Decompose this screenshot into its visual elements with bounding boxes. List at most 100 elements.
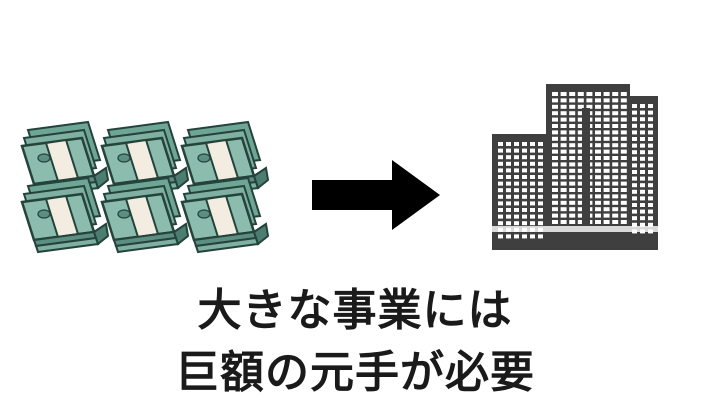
building-window <box>569 220 576 224</box>
building-window <box>552 98 558 103</box>
building-window <box>612 188 619 192</box>
building-window <box>514 142 519 146</box>
building-window <box>620 200 627 205</box>
building-window <box>506 181 511 186</box>
building-window <box>560 92 567 96</box>
building-window <box>560 162 567 167</box>
building-window <box>620 156 627 160</box>
building-window <box>538 201 543 206</box>
building-window <box>595 168 601 173</box>
building-window <box>560 188 567 192</box>
building-window <box>632 150 637 155</box>
building-window <box>530 201 535 206</box>
building-window <box>640 216 645 221</box>
building-window <box>569 207 576 212</box>
building-window <box>620 111 627 116</box>
building-window <box>569 117 576 122</box>
building-window <box>595 194 601 199</box>
building-window <box>560 98 567 103</box>
building-window <box>640 143 645 148</box>
building-window <box>514 214 519 219</box>
building-window <box>632 170 637 174</box>
building-window <box>612 92 619 96</box>
building-window <box>560 124 567 128</box>
building-window <box>530 175 535 179</box>
building-window <box>538 175 543 179</box>
building-window <box>595 181 601 186</box>
building-window <box>603 130 610 135</box>
building-window <box>648 163 653 168</box>
building-window <box>506 234 511 239</box>
building-window <box>603 213 610 218</box>
building-window <box>595 162 601 167</box>
building-window <box>538 142 543 146</box>
building-window <box>569 143 576 148</box>
building-window <box>577 181 584 186</box>
building-window <box>632 156 637 161</box>
building-window <box>632 110 637 115</box>
building-window <box>552 181 558 186</box>
building-window <box>569 188 576 192</box>
building-window <box>595 136 601 141</box>
building-window <box>522 201 527 206</box>
building-window <box>530 208 535 212</box>
building-window <box>620 188 627 192</box>
building-window <box>577 117 584 122</box>
building-window <box>620 104 627 109</box>
building-window <box>560 143 567 148</box>
building-window <box>620 130 627 135</box>
building-window <box>552 156 558 160</box>
building-window <box>577 130 584 135</box>
building-window <box>577 194 584 199</box>
building-window <box>612 162 619 167</box>
building-window <box>514 161 519 166</box>
building-window <box>530 188 535 193</box>
building-window <box>595 188 601 192</box>
building-window <box>640 163 645 168</box>
building-window <box>538 214 543 219</box>
building-window <box>595 130 601 135</box>
building-window <box>603 143 610 148</box>
building-window <box>620 124 627 128</box>
building-window <box>560 130 567 135</box>
building-window <box>620 136 627 141</box>
building-window <box>530 194 535 199</box>
building-window <box>632 176 637 181</box>
building-window <box>569 175 576 180</box>
building-window <box>595 149 601 154</box>
building-window <box>640 196 645 201</box>
building-window <box>498 214 503 219</box>
building-window <box>552 220 558 224</box>
building-window <box>612 104 619 109</box>
building-window <box>506 201 511 206</box>
building-window <box>648 203 653 207</box>
building-window <box>498 142 503 146</box>
building-window <box>552 124 558 128</box>
building-window <box>620 175 627 180</box>
building-window <box>648 176 653 181</box>
building-window <box>498 221 503 226</box>
building-window <box>560 111 567 116</box>
building-window <box>603 220 610 224</box>
building-window <box>560 194 567 199</box>
building-window <box>603 156 610 160</box>
building-window <box>530 161 535 166</box>
building-window <box>538 181 543 186</box>
building-window <box>506 214 511 219</box>
building-window <box>640 170 645 174</box>
building-window <box>595 213 601 218</box>
building-window <box>648 209 653 214</box>
building-window <box>522 227 527 232</box>
building-window <box>552 213 558 218</box>
building-window <box>538 148 543 153</box>
building-window <box>522 194 527 199</box>
building-window <box>569 213 576 218</box>
building-window <box>648 170 653 174</box>
building-window <box>577 175 584 180</box>
building-window <box>612 156 619 160</box>
building-window <box>620 207 627 212</box>
building-window <box>506 194 511 199</box>
building-window <box>640 110 645 115</box>
building-window <box>648 143 653 148</box>
building-window <box>632 117 637 122</box>
